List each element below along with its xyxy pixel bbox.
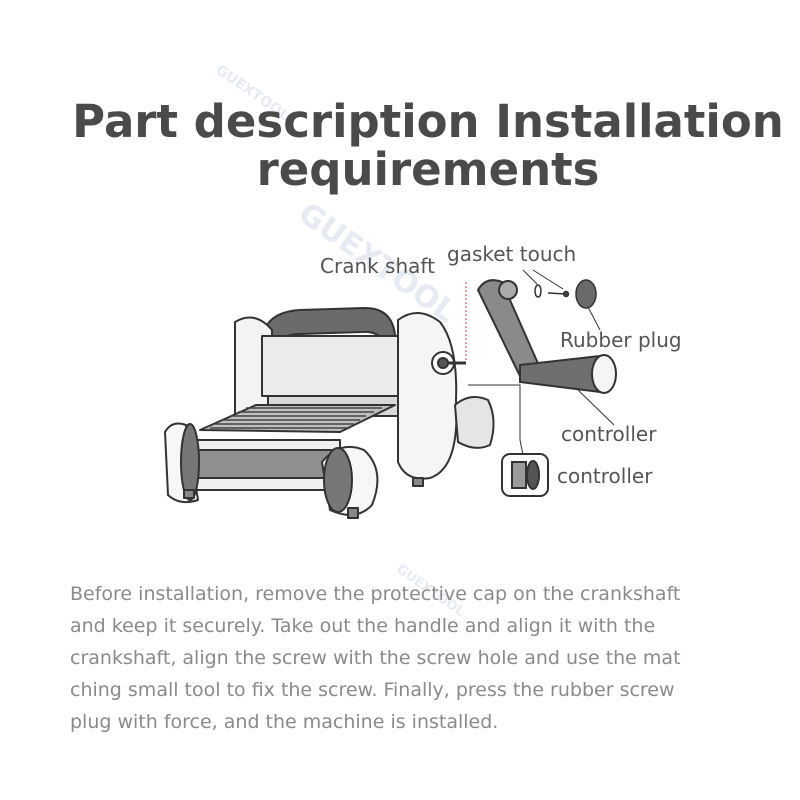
controller-handle-label: controller: [561, 422, 657, 446]
controller-knob-label: controller: [557, 464, 653, 488]
description-line: crankshaft, align the screw with the scr…: [70, 647, 681, 669]
machine-diagram: Crank shaft gasket touch Rubber plug con…: [0, 230, 800, 550]
crank-shaft-label: Crank shaft: [320, 254, 435, 278]
description-line: and keep it securely. Take out the handl…: [70, 615, 656, 637]
installation-description: Before installation, remove the protecti…: [70, 578, 770, 738]
title-line-1: Part description Installation: [72, 95, 784, 148]
title-line-2: requirements: [256, 143, 600, 196]
machine-illustration: [164, 269, 617, 519]
description-line: ching small tool to fix the screw. Final…: [70, 679, 675, 701]
gasket-touch-label: gasket touch: [447, 242, 577, 266]
page-title: Part description Installation requiremen…: [0, 98, 800, 194]
description-line: plug with force, and the machine is inst…: [70, 711, 499, 733]
description-line: Before installation, remove the protecti…: [70, 583, 681, 605]
rubber-plug-label: Rubber plug: [560, 328, 682, 352]
